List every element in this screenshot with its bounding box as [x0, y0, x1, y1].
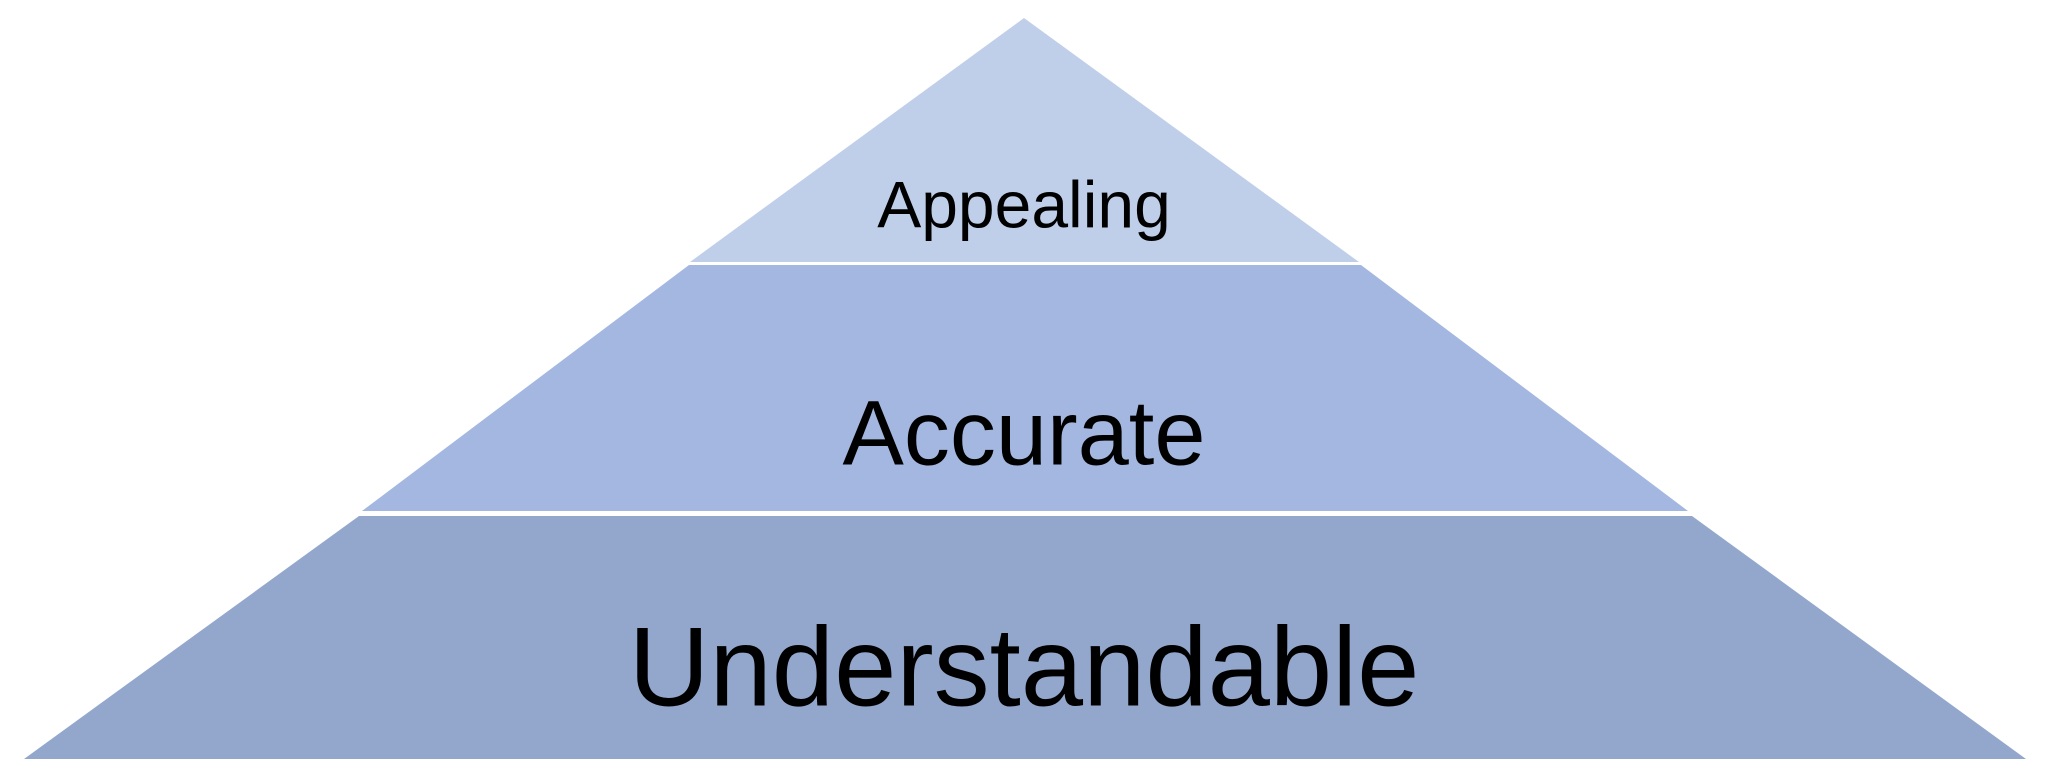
- tier-label-understandable: Understandable: [629, 605, 1420, 730]
- tier-label-accurate: Accurate: [842, 382, 1205, 484]
- pyramid-tier-middle: [362, 265, 1688, 511]
- pyramid-tier-top: [690, 18, 1359, 262]
- tier-label-appealing: Appealing: [877, 167, 1171, 241]
- pyramid-tier-bottom: [24, 516, 2026, 759]
